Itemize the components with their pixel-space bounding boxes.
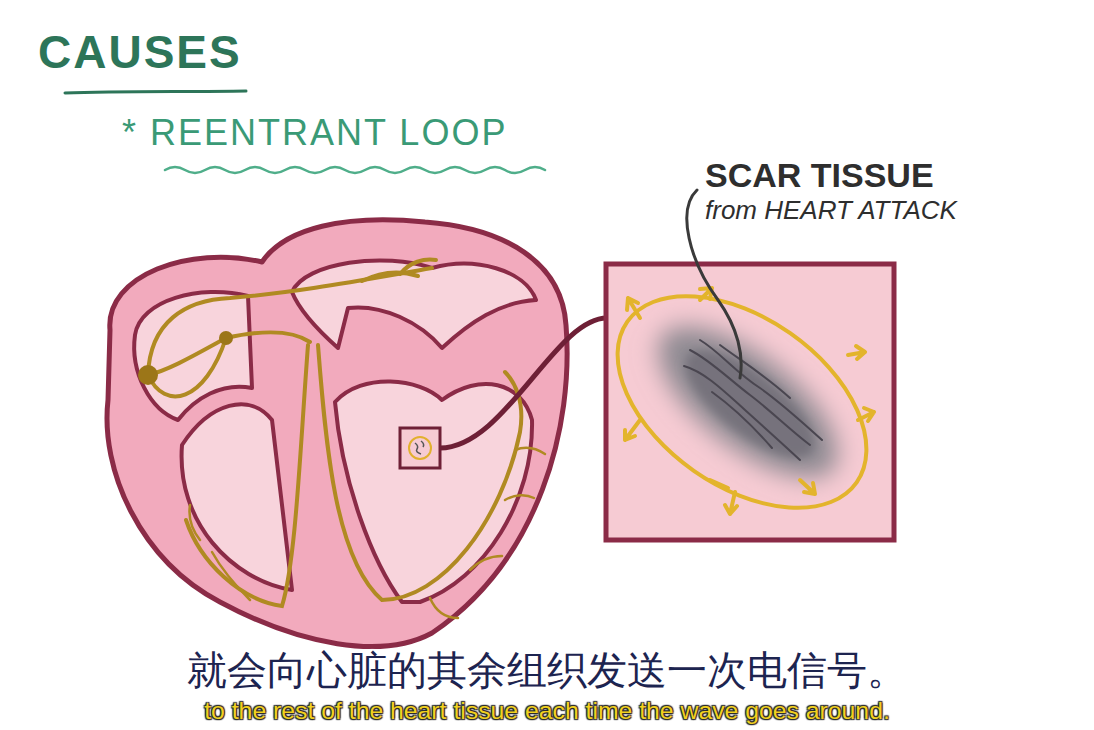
scar-tissue <box>690 350 810 445</box>
title-underline <box>65 91 246 93</box>
zoom-marker <box>409 437 431 459</box>
conduction-pathway <box>189 505 200 540</box>
reentrant-loop <box>800 480 815 494</box>
conduction-pathway <box>430 598 458 618</box>
reentrant-loop <box>627 298 640 318</box>
wavy-underline <box>165 167 545 173</box>
zoom-connector <box>440 318 607 448</box>
conduction-pathway <box>148 268 432 375</box>
page-title: CAUSES <box>38 26 242 79</box>
zoom-connector <box>440 318 607 448</box>
conduction-pathway <box>400 260 436 274</box>
wavy-underline <box>165 167 545 173</box>
conduction-pathway <box>186 345 308 606</box>
scar-tissue <box>684 340 822 460</box>
reentrant-loop <box>579 253 905 551</box>
conduction-pathway <box>515 448 545 454</box>
scar-tissue <box>684 366 800 460</box>
scar-tissue <box>670 332 830 475</box>
reentrant-loop <box>858 408 874 421</box>
conduction-pathway <box>148 260 545 618</box>
heart-chamber <box>134 260 536 602</box>
reentrant-loop <box>848 346 865 359</box>
node-dot <box>138 365 158 385</box>
scar-tissue <box>712 392 772 448</box>
subtitle-english: to the rest of the heart tissue each tim… <box>0 697 1094 725</box>
zoom-marker <box>400 428 440 468</box>
zoom-marker <box>400 428 440 468</box>
node-dot <box>219 331 233 345</box>
scar-tissue <box>635 299 862 504</box>
conduction-pathway <box>505 495 534 500</box>
heart-chamber <box>182 404 292 590</box>
scar-tissue <box>720 345 790 398</box>
title-underline <box>65 91 246 93</box>
conduction-pathway <box>362 273 418 281</box>
node-dot <box>138 331 233 385</box>
section-heading: * REENTRANT LOOP <box>122 112 507 153</box>
reentrant-loop <box>579 253 905 551</box>
reentrant-loop <box>725 492 737 514</box>
scar-tissue <box>635 299 862 504</box>
reentrant-loop <box>710 480 728 488</box>
conduction-pathway <box>470 556 502 570</box>
conduction-pathway <box>318 345 521 600</box>
part-sublabel: from HEART ATTACK <box>705 196 957 226</box>
conduction-pathway <box>148 338 226 375</box>
heart-outline <box>107 220 567 647</box>
reentrant-loop <box>625 420 640 440</box>
heart-chamber <box>292 260 536 348</box>
conduction-pathway <box>148 338 226 396</box>
heart-outline <box>107 220 567 647</box>
conduction-pathway <box>212 552 250 600</box>
conduction-pathway <box>226 332 310 342</box>
part-label: SCAR TISSUE <box>705 156 934 195</box>
subtitle-chinese: 就会向心脏的其余组织发送一次电信号。 <box>0 648 1094 694</box>
zoom-marker <box>415 441 424 454</box>
